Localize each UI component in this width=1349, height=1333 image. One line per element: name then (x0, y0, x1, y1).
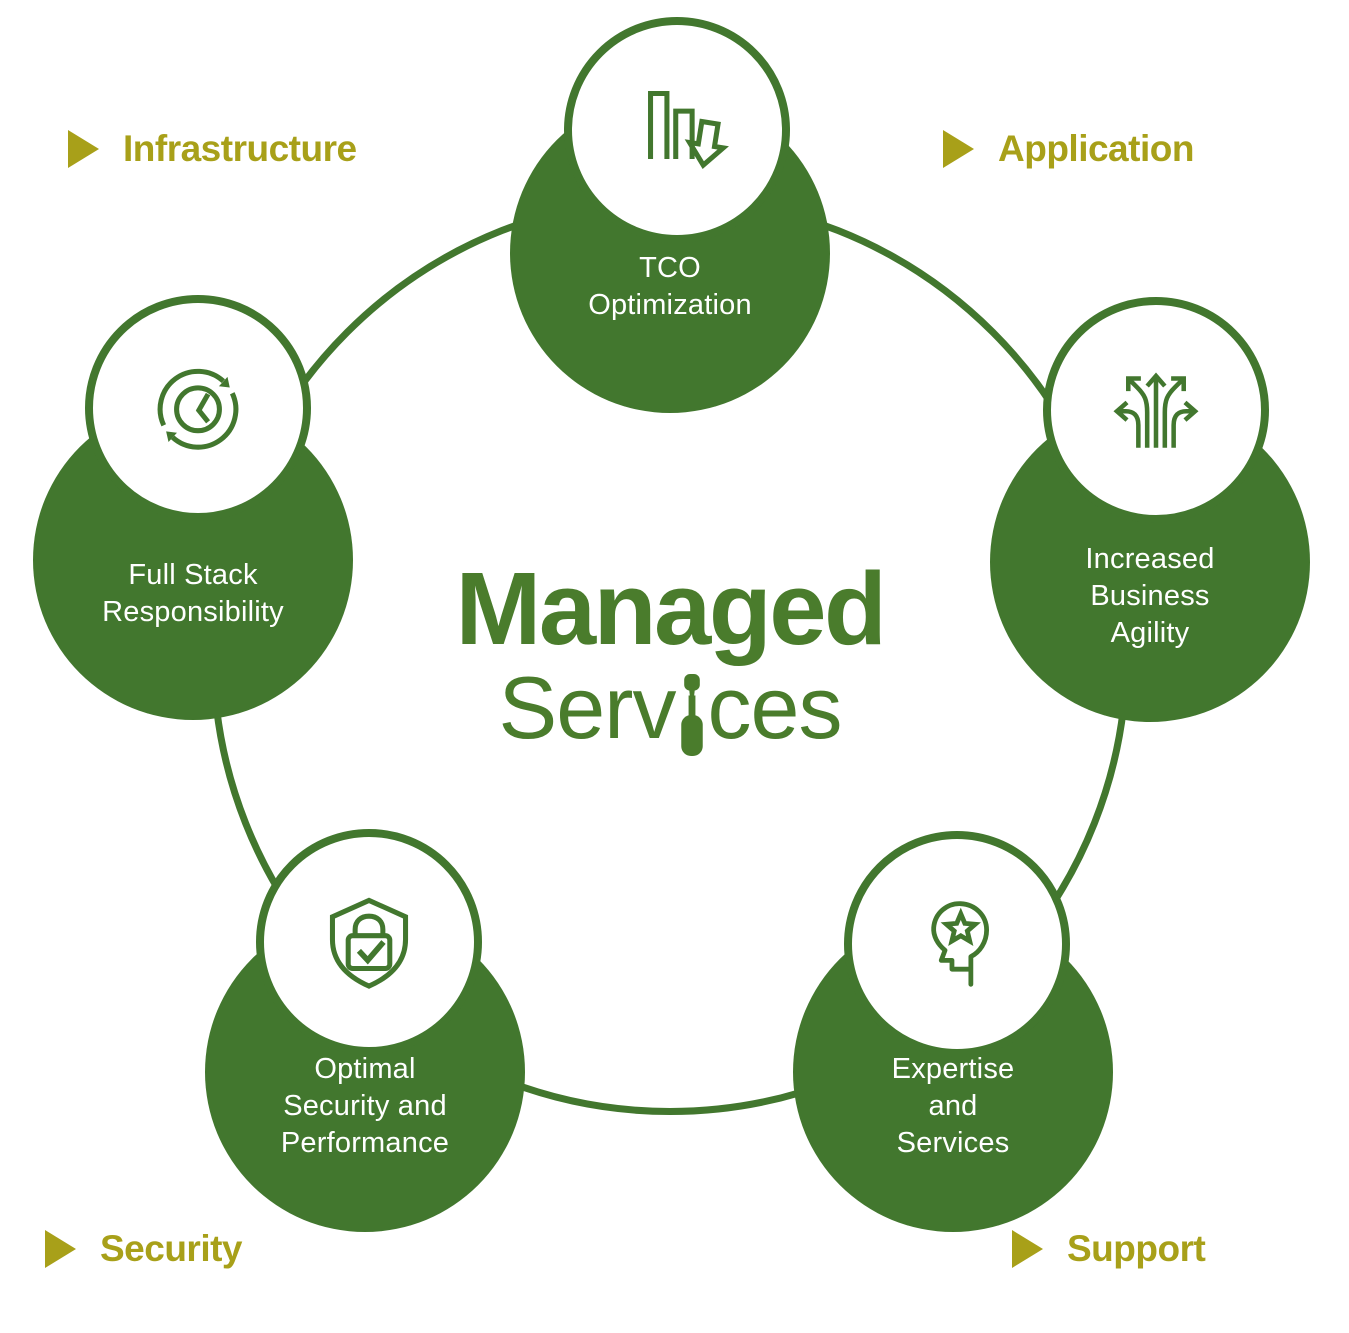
corner-label-infrastructure: Infrastructure (68, 126, 357, 172)
corner-label-text: Security (100, 1228, 243, 1269)
head-star-icon (931, 901, 990, 987)
node-expertise-label: Expertise and Services (891, 1052, 1015, 1159)
node-agility-label: Increased Business Agility (1085, 542, 1215, 649)
node-full-stack-icon-circle (85, 295, 311, 521)
center-title-line1: Managed (455, 551, 887, 666)
right-triangle-icon (45, 1230, 76, 1268)
corner-label-support: Support (1012, 1226, 1206, 1272)
corner-label-text: Support (1067, 1228, 1206, 1269)
node-full-stack-label: Full Stack Responsibility (102, 559, 284, 628)
node-tco-label: TCO Optimization (588, 252, 752, 321)
node-expertise-icon-circle (844, 831, 1070, 1057)
declining-chart-icon (648, 90, 729, 169)
corner-label-text: Infrastructure (123, 128, 357, 169)
branching-arrows-icon (1113, 372, 1199, 448)
corner-label-application: Application (943, 126, 1194, 172)
center-title-line2-post: ces (707, 658, 843, 757)
node-security-icon-circle (256, 829, 482, 1055)
right-triangle-icon (1012, 1230, 1043, 1268)
node-security-label: Optimal Security and Performance (280, 1052, 450, 1159)
center-title-line2: Serv ces (0, 658, 1340, 757)
center-title-line2-pre: Serv (498, 658, 677, 757)
node-agility-icon-circle (1043, 297, 1269, 523)
shield-lock-icon (329, 897, 409, 989)
corner-label-text: Application (998, 128, 1194, 169)
screwdriver-icon (680, 674, 703, 756)
right-triangle-icon (68, 130, 99, 168)
right-triangle-icon (943, 130, 974, 168)
node-tco-icon-circle (564, 17, 790, 243)
center-title: Managed Serv ces (0, 551, 1340, 757)
corner-label-security: Security (45, 1226, 243, 1272)
clock-cycle-icon (157, 368, 239, 450)
